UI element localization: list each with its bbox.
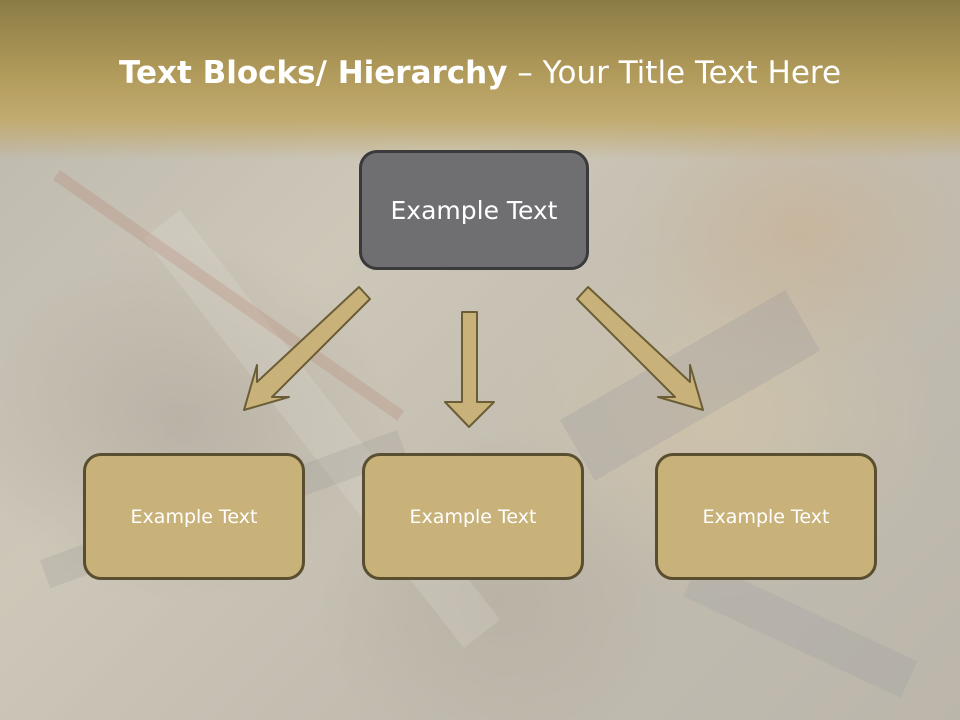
child-text-block-1[interactable]: Example Text [83, 453, 305, 580]
child-text-block-3[interactable]: Example Text [655, 453, 877, 580]
title-bold: Text Blocks/ Hierarchy [118, 55, 508, 91]
child-text-block-2[interactable]: Example Text [362, 453, 584, 580]
slide-title: Text Blocks/ Hierarchy – Your Title Text… [0, 55, 960, 91]
root-text-block[interactable]: Example Text [359, 150, 589, 270]
title-band [0, 0, 960, 160]
title-rest: – Your Title Text Here [507, 55, 842, 91]
